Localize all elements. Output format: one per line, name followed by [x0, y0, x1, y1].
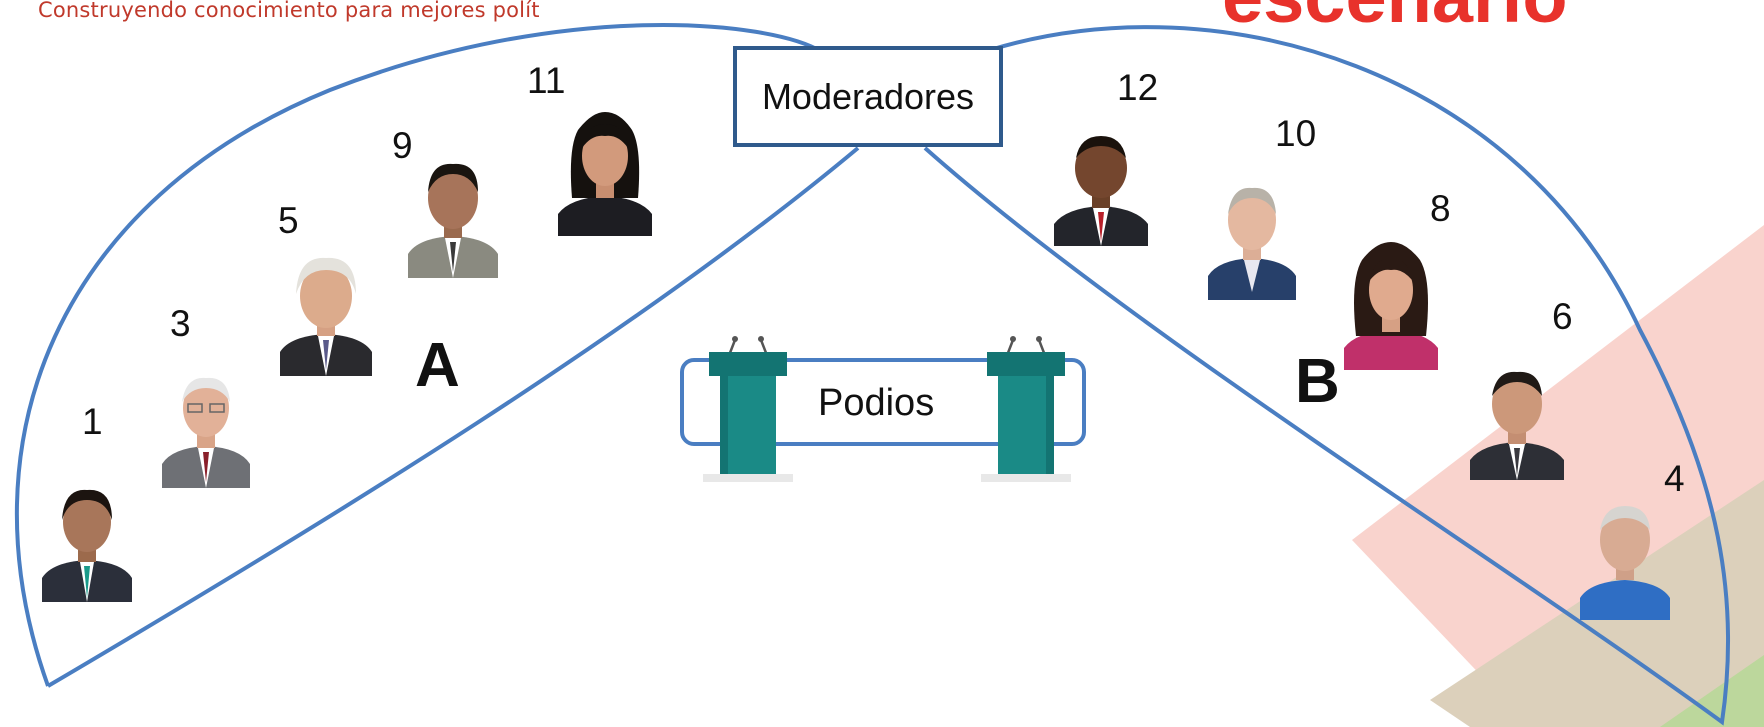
seat-number-a5: 5 [278, 200, 299, 241]
podium-left-icon [703, 336, 793, 482]
seat-number-a11: 11 [527, 60, 566, 101]
group-a-label: A [415, 331, 460, 400]
seat-number-a3: 3 [170, 303, 191, 344]
candidate-portrait-10 [1208, 187, 1296, 300]
podium-right-icon [981, 336, 1071, 482]
candidate-portrait-8 [1344, 242, 1438, 370]
moderators-label: Moderadores [761, 75, 975, 117]
seat-number-b4: 4 [1664, 458, 1685, 499]
candidate-portrait-6 [1470, 371, 1564, 480]
candidate-portrait-9 [408, 163, 498, 278]
group-a-sector [14, 23, 860, 688]
candidate-portrait-3 [162, 377, 250, 488]
candidate-portrait-12 [1054, 136, 1148, 246]
podiums-label: Podios [818, 382, 935, 424]
candidate-portrait-5 [280, 257, 372, 376]
seat-number-b12: 12 [1117, 67, 1159, 108]
group-b-label: B [1295, 347, 1340, 416]
seat-number-b6: 6 [1552, 296, 1573, 337]
candidate-portrait-4 [1580, 506, 1670, 620]
candidate-portrait-1 [42, 489, 132, 602]
seat-number-b10: 10 [1275, 113, 1317, 154]
seat-number-b8: 8 [1430, 188, 1451, 229]
tagline: Construyendo conocimiento para mejores p… [38, 0, 540, 22]
candidate-portrait-11 [558, 112, 652, 236]
moderators-box: Moderadores [733, 46, 1003, 147]
group-b-sector [923, 25, 1731, 726]
seat-number-a9: 9 [392, 125, 413, 166]
bg-green-shape [1660, 655, 1764, 727]
brand-title: escenario [1222, 0, 1568, 39]
seat-number-a1: 1 [82, 401, 103, 442]
